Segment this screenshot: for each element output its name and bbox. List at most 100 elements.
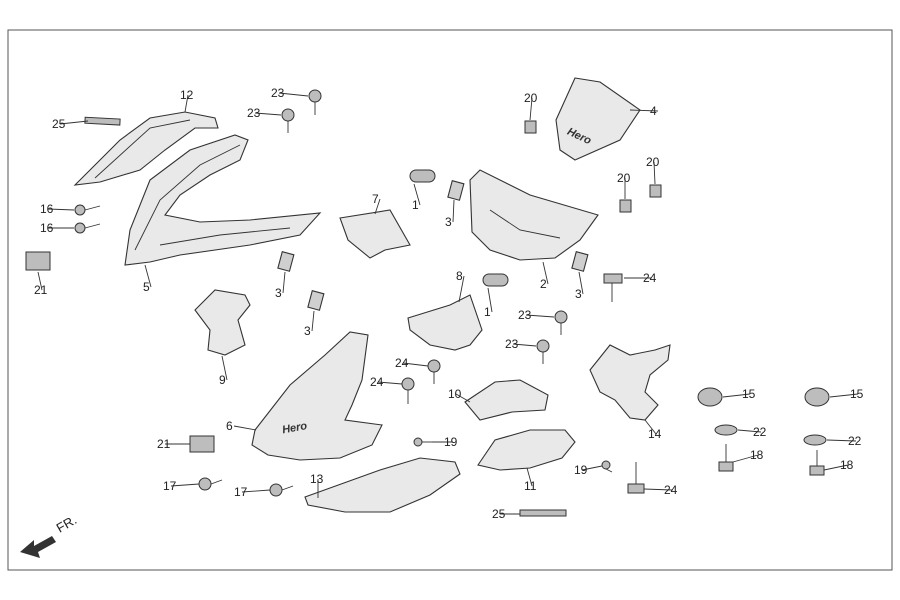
callout-c23c: 23	[518, 308, 532, 322]
part-16-screw-a	[74, 204, 86, 216]
part-24-bolt-a	[603, 273, 623, 284]
callout-c24b: 24	[395, 356, 409, 370]
leader-c23c	[525, 314, 555, 318]
front-direction-label: FR.	[54, 512, 80, 535]
part-14-stay	[589, 344, 671, 421]
callout-c1a: 1	[412, 198, 419, 212]
callout-c17a: 17	[163, 479, 177, 493]
leader-c9	[221, 355, 228, 381]
callout-c16a: 16	[40, 202, 54, 216]
callout-c18a: 18	[750, 448, 764, 462]
part-7-bracket	[339, 209, 411, 259]
callout-c17b: 17	[234, 485, 248, 499]
callout-c19b: 19	[574, 463, 588, 477]
leader-c23a	[278, 92, 309, 97]
leader-c25a	[59, 120, 89, 125]
part-22-washer-a	[714, 424, 738, 436]
part-4-windscreen	[555, 77, 641, 161]
leader-c5	[144, 264, 152, 288]
leader-c3b	[578, 271, 584, 295]
callout-c24c: 24	[370, 375, 384, 389]
part-24-bolt-c	[401, 377, 415, 391]
part-23-screw-b	[281, 108, 295, 122]
callout-c3b: 3	[575, 287, 582, 301]
part-1-plug-a	[409, 169, 436, 183]
leader-c10	[455, 393, 471, 403]
callout-c18b: 18	[840, 458, 854, 472]
callout-c11: 11	[524, 479, 537, 493]
part-2-visor	[469, 169, 599, 261]
leader-c20b	[653, 161, 656, 185]
leader-c17a	[170, 483, 200, 487]
part-6-lower-cowl	[251, 331, 383, 461]
callout-c21b: 21	[157, 437, 171, 451]
leader-c1b	[487, 287, 493, 313]
part-22-washer-b	[803, 434, 827, 446]
leader-c17b	[241, 489, 271, 493]
callout-c16b: 16	[40, 221, 54, 235]
leader-c24b	[402, 362, 429, 367]
callout-c2: 2	[540, 277, 547, 291]
leader-c15a	[722, 393, 751, 398]
part-17-screw-a	[198, 477, 212, 491]
part-20-nut-c	[649, 184, 662, 198]
part-21-clip-a	[25, 251, 51, 271]
callout-c23b: 23	[247, 106, 261, 120]
callout-c22b: 22	[848, 434, 862, 448]
callout-c5: 5	[143, 280, 150, 294]
part-24-bolt-d	[627, 483, 645, 494]
part-9-inner	[194, 289, 251, 356]
lower-cowl-brand: Hero	[281, 420, 308, 436]
part-19-screw-a	[413, 437, 423, 447]
callout-c21a: 21	[34, 283, 48, 297]
part-20-nut-b	[619, 199, 632, 213]
callout-leaders	[37, 92, 859, 515]
part-18-bolt-b	[809, 465, 825, 476]
callout-c7: 7	[372, 192, 379, 206]
callout-c22a: 22	[753, 425, 767, 439]
part-15-grommet-b	[804, 387, 830, 407]
front-direction-arrow	[20, 536, 56, 558]
part-3-pad-b	[277, 251, 295, 272]
callout-c1b: 1	[484, 305, 491, 319]
part-3-pad-d	[571, 251, 589, 272]
leader-c1a	[413, 183, 421, 206]
diagram-frame	[7, 29, 893, 571]
part-25-clip-bottom	[519, 509, 567, 517]
callout-c24a: 24	[643, 271, 657, 285]
leader-c3d	[311, 310, 315, 332]
leader-c18a	[732, 454, 759, 463]
leader-c11	[526, 467, 533, 487]
leader-c18b	[823, 464, 849, 471]
callout-c3d: 3	[304, 324, 311, 338]
part-21-clip-b	[189, 435, 215, 453]
part-12-panel	[73, 111, 219, 186]
callout-c3a: 3	[445, 215, 452, 229]
part-11-belly	[477, 429, 576, 471]
leader-c3c	[282, 271, 286, 294]
leader-c23b	[254, 112, 282, 116]
leader-c15b	[829, 393, 859, 398]
part-17-screw-b	[269, 483, 283, 497]
callout-c25a: 25	[52, 117, 66, 131]
part-25-clip-top	[84, 116, 121, 126]
callout-c13: 13	[310, 472, 324, 486]
callout-c10: 10	[448, 387, 462, 401]
callout-c14: 14	[648, 427, 662, 441]
callout-c9: 9	[219, 373, 226, 387]
leader-c12	[184, 94, 189, 113]
part-20-nut-a	[524, 120, 537, 134]
leader-c19b	[581, 465, 603, 471]
callout-c24d: 24	[664, 483, 678, 497]
callout-c8: 8	[456, 269, 463, 283]
part-13-under-cowl	[304, 457, 461, 513]
part-16-screw-b	[74, 222, 86, 234]
leader-c2	[542, 261, 549, 285]
callout-c15b: 15	[850, 387, 864, 401]
leader-c16a	[47, 208, 75, 211]
part-15-grommet-a	[697, 387, 723, 407]
callout-c20c: 20	[617, 171, 631, 185]
part-10-bracket	[464, 379, 549, 421]
leader-c24d	[643, 488, 673, 491]
part-8-bracket	[407, 294, 483, 351]
